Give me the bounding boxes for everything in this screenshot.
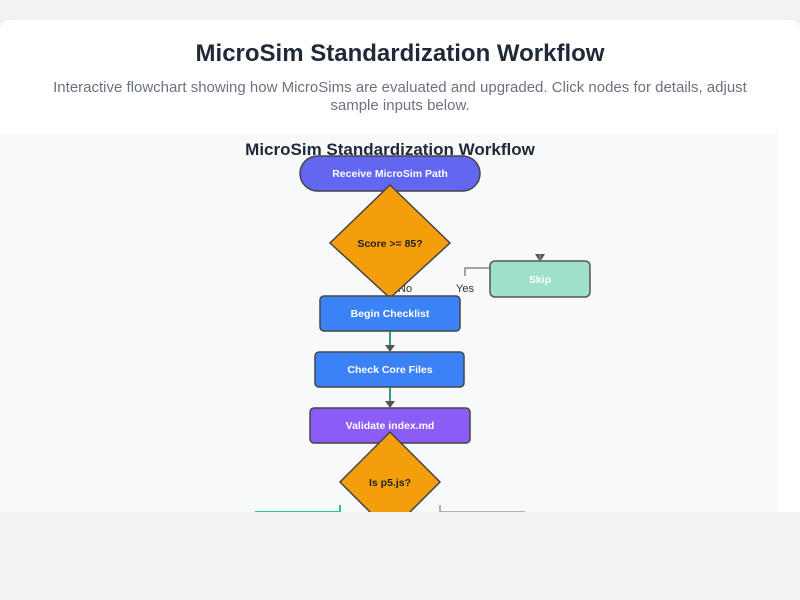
node-skip[interactable]: Skip: [489, 260, 591, 298]
edge-p5-yes: [255, 505, 341, 512]
node-start[interactable]: Receive MicroSim Path: [299, 155, 481, 192]
node-begin-checklist-label: Begin Checklist: [351, 308, 430, 320]
edge-label-yes: Yes: [456, 283, 474, 295]
node-p5-decision[interactable]: Is p5.js?: [338, 430, 442, 512]
flowchart-svg: MicroSim Standardization Workflow Yes No…: [245, 140, 591, 512]
node-validate-index-label: Validate index.md: [346, 420, 435, 432]
edge-p5-no: [439, 505, 525, 512]
arrow-head-core: [385, 345, 395, 352]
node-start-label: Receive MicroSim Path: [332, 168, 448, 180]
node-check-core-files[interactable]: Check Core Files: [314, 351, 465, 388]
node-skip-label: Skip: [529, 274, 551, 286]
flowchart-canvas: MicroSim Standardization Workflow Yes No…: [0, 133, 778, 512]
node-p5-decision-label: Is p5.js?: [369, 477, 411, 489]
node-begin-checklist[interactable]: Begin Checklist: [319, 295, 461, 332]
node-score-decision[interactable]: Score >= 85?: [328, 183, 452, 300]
flowchart-title: MicroSim Standardization Workflow: [245, 140, 535, 159]
page-title: MicroSim Standardization Workflow: [195, 40, 605, 67]
node-score-decision-label: Score >= 85?: [357, 238, 422, 250]
page-description: Interactive flowchart showing how MicroS…: [53, 79, 747, 114]
arrow-head-validate: [385, 401, 395, 408]
node-check-core-files-label: Check Core Files: [347, 364, 432, 376]
node-validate-index[interactable]: Validate index.md: [309, 407, 471, 444]
